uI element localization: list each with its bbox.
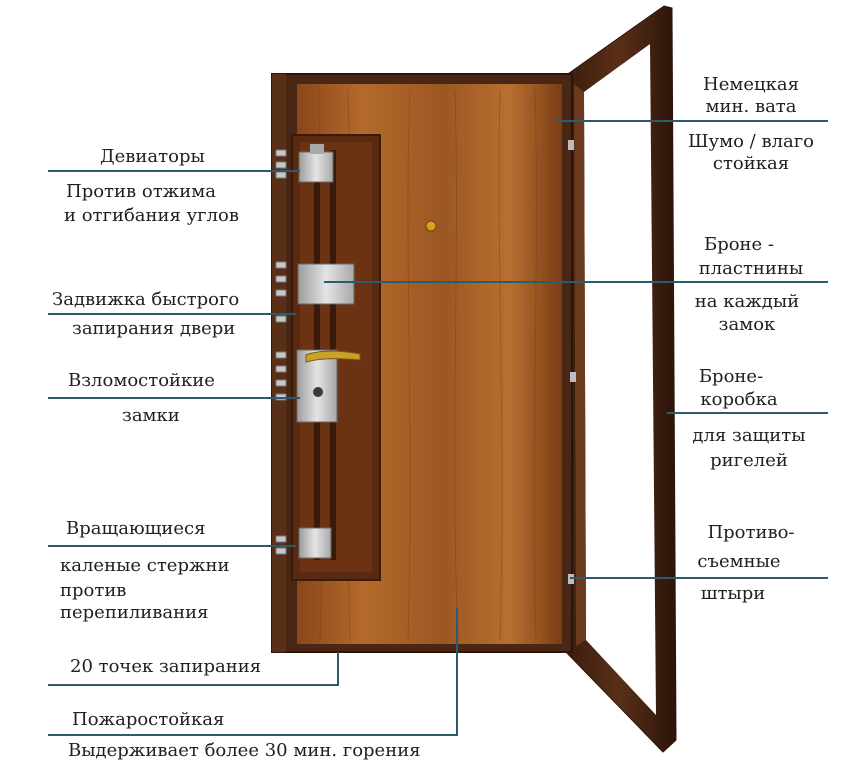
label-box-desc-2: ригелей [710, 450, 788, 471]
label-rods-desc-3: перепиливания [60, 602, 209, 623]
label-box-desc-1: для защиты [692, 425, 806, 446]
bottom-deviator [298, 527, 332, 559]
armour-plate [297, 263, 355, 305]
label-latch-desc: запирания двери [72, 318, 236, 339]
locking-bolts [275, 149, 287, 555]
label-rods-title: Вращающиеся [66, 518, 206, 539]
label-latch-title: Задвижка быстрого [52, 289, 240, 310]
label-pins-title-1: Противо- [707, 522, 795, 543]
label-rods-desc-2: против [60, 580, 127, 601]
label-locks-desc: замки [122, 405, 180, 426]
label-plates-desc-2: замок [718, 314, 776, 335]
label-deviators-desc-1: Против отжима [66, 181, 216, 202]
leader-points [48, 652, 339, 686]
label-wool-desc-2: стойкая [712, 153, 790, 174]
label-fire-title: Пожаростойкая [72, 709, 225, 730]
top-deviator [298, 151, 334, 183]
label-plates-desc-1: на каждый [694, 291, 800, 312]
label-pins-title-2: съемные [697, 551, 781, 572]
label-box-title-2: коробка [700, 389, 778, 410]
label-pins-desc: штыри [700, 583, 766, 604]
label-box-title-1: Броне- [698, 366, 764, 387]
label-deviators-title: Девиаторы [100, 146, 205, 167]
peephole [425, 220, 437, 232]
label-wool-title-2: мин. вата [705, 96, 797, 117]
lock-cylinder [313, 387, 323, 397]
label-wool-desc-1: Шумо / влаго [687, 131, 815, 152]
open-door-inner-edge [574, 84, 586, 646]
door-handle [305, 350, 361, 363]
door-frame-left-edge [272, 74, 286, 652]
label-wool-title-1: Немецкая [703, 74, 799, 95]
label-fire-desc: Выдерживает более 30 мин. горения [68, 740, 421, 761]
label-plates-title-1: Броне - [703, 234, 775, 255]
label-points: 20 точек запирания [70, 656, 262, 677]
open-door-window [584, 44, 656, 715]
main-lock-body [296, 349, 338, 423]
label-locks-title: Взломостойкие [68, 370, 215, 391]
top-deviator-cap [310, 144, 324, 154]
leader-lines [48, 120, 828, 736]
label-rods-desc-1: каленые стержни [60, 555, 230, 576]
label-plates-title-2: пластнины [698, 258, 804, 279]
leader-fire [48, 608, 458, 736]
label-deviators-desc-2: и отгибания углов [64, 205, 240, 226]
